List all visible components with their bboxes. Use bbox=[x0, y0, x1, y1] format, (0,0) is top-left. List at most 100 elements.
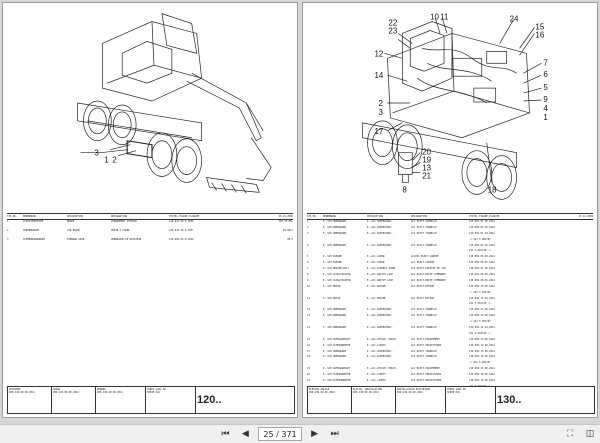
title-block-cell: INSTALLATION ELECTRIQUE 000.130.00.00.20… bbox=[396, 387, 446, 413]
table-cell: E.-SCH.MOTOR bbox=[323, 296, 341, 300]
title-text: RENNEN bbox=[97, 388, 106, 391]
table-cell: 350.75.05L bbox=[278, 220, 293, 223]
viewer-toolbar: ⏮ ◀ 25 / 371 ▶ ⏭ ⛶ ◫ bbox=[0, 424, 600, 443]
table-cell: 120.947.00.0.1000 bbox=[169, 220, 194, 223]
table-cell: ACC.ELECT.TOURELLE bbox=[411, 326, 437, 330]
table-row: -> 241 5 001707 bbox=[307, 320, 593, 326]
parts-table: STK NR. BENENNUNG DESCRIPTION DESIGNATIO… bbox=[7, 213, 293, 247]
next-page-icon[interactable]: ▶ bbox=[311, 429, 319, 439]
title-code: 000.120.00.00.2041 bbox=[97, 391, 123, 394]
title-text: INSTALLATION ELECTRIQUE bbox=[397, 388, 431, 391]
excavator-drawing-electrical: 22 23 10 11 24 15 16 12 14 7 6 5 9 4 2 3… bbox=[362, 13, 548, 200]
table-cell: 120.960.02.0.1040 bbox=[169, 238, 194, 241]
callout-label: 2 bbox=[378, 99, 383, 108]
table-cell: E.-SCH.KABINE bbox=[323, 255, 342, 259]
table-cell: 21 bbox=[307, 379, 310, 383]
table-row: -> 241 5 001707 bbox=[307, 238, 593, 244]
table-cell: E.-ACC.SUPERSTRUC. bbox=[367, 355, 393, 359]
page-indicator-input[interactable]: 25 / 371 bbox=[258, 427, 302, 441]
table-cell: E.-SCH.OBERWAGEN bbox=[323, 231, 347, 235]
table-cell: ACC.ELECT.TOURELLE bbox=[411, 220, 437, 223]
table-cell: 3 bbox=[307, 231, 309, 235]
callout-label: 16 bbox=[535, 30, 544, 39]
table-cell: 130.056.07.00.2041 bbox=[469, 267, 495, 271]
title-block-cell: TEREX 1404 5W SERIE 041 bbox=[146, 387, 196, 413]
catalog-page-right: 22 23 10 11 24 15 16 12 14 7 6 5 9 4 2 3… bbox=[302, 2, 598, 418]
table-cell: 20.96L7 bbox=[282, 229, 293, 232]
callout-label: 23 bbox=[388, 26, 397, 35]
table-cell: E.-SCH.SCHEINWERFER bbox=[323, 373, 351, 377]
fit-page-icon[interactable]: ⛶ bbox=[566, 429, 574, 439]
title-code: 000.120.00.00.2041 bbox=[53, 391, 79, 394]
title-text: GETRIEBE bbox=[9, 388, 21, 391]
table-cell: 241 5 001748 -> bbox=[469, 331, 491, 335]
table-cell: E.-SCH.OBERWAGEN bbox=[323, 355, 347, 359]
col-header: 15.12.2005 bbox=[578, 215, 593, 218]
title-code: 000.130.00.00.2041 bbox=[353, 391, 379, 394]
table-cell: ACC.ELECT.PROJECTEURS bbox=[411, 373, 442, 377]
table-cell: E.-SCH.OBERWAGEN bbox=[323, 308, 347, 312]
title-text: ELECTR. INSTALLATION bbox=[353, 388, 382, 391]
col-header: 05.12.2005 bbox=[278, 215, 293, 218]
table-cell: 130.056.06.01.2041 bbox=[469, 261, 495, 265]
first-page-icon[interactable]: ⏮ bbox=[221, 429, 230, 439]
col-header: DESCRIPTION bbox=[67, 215, 83, 218]
parts-table-header: STK NR. BENENNUNG DESCRIPTION DESIGNATIO… bbox=[7, 213, 293, 220]
document-viewer[interactable]: 1 2 3 STK NR. BENENNUNG DESCRIPTION DESI… bbox=[0, 0, 600, 424]
table-cell: E.-SCH.MOTOR bbox=[323, 284, 341, 288]
title-block: ELEKTRO-ANLAGE 000.130.00.00.2041 ELECTR… bbox=[307, 386, 595, 414]
callout-label: 3 bbox=[94, 149, 99, 158]
table-cell: 16 bbox=[307, 343, 310, 347]
table-cell: E.-ACC.CONTROL PANEL bbox=[367, 267, 396, 271]
callout-label: 1 bbox=[104, 156, 109, 165]
title-block-cell: GETRIEBE 000.120.00.00.2041 bbox=[8, 387, 52, 413]
section-page-number: 120.. bbox=[197, 394, 222, 406]
col-header: DESIGNATION bbox=[411, 215, 427, 218]
table-cell: 130.056.01.05.2041 bbox=[469, 225, 495, 229]
two-page-view-icon[interactable]: ◫ bbox=[585, 429, 595, 439]
table-cell: E.-SCH.OBERWAGEN bbox=[323, 349, 347, 353]
table-cell: 2 bbox=[7, 229, 9, 232]
callout-label: 21 bbox=[422, 171, 431, 180]
table-cell: ACC.ELECT.EQUIPEMENT bbox=[411, 367, 440, 371]
table-cell: 4 bbox=[307, 243, 309, 247]
callout-label: 10 bbox=[430, 13, 439, 22]
parts-table-header: STK NR. BENENNUNG DESCRIPTION DESIGNATIO… bbox=[307, 213, 593, 220]
table-cell: E.-SCH.SCHEINWERFER bbox=[323, 343, 351, 347]
table-cell: E.-ACC.ATTACH. EQUIP. bbox=[367, 367, 398, 371]
table-cell: 10 bbox=[307, 284, 310, 288]
series-name: SERIE 041 bbox=[147, 391, 160, 394]
table-row: 241 5 001748 -> bbox=[307, 302, 593, 308]
table-cell: 1 bbox=[307, 220, 309, 223]
last-page-icon[interactable]: ⏭ bbox=[330, 429, 339, 439]
table-cell: -> 241 5 001707 bbox=[469, 290, 491, 294]
table-cell: 130.056.14.00.2041 bbox=[469, 343, 495, 347]
table-cell: DERNEGAGE DE ROTATION bbox=[111, 238, 142, 241]
table-cell: -> 241 5 001707 bbox=[469, 361, 491, 365]
callout-label: 7 bbox=[543, 58, 548, 67]
table-cell: E.-SCH.OBERWAGEN bbox=[323, 314, 347, 318]
table-cell: E.-ACC.SWITCH CASE bbox=[367, 273, 393, 277]
table-cell: 130.056.12.00.2041 bbox=[469, 314, 495, 318]
table-cell: 120.947.00.0.1007 bbox=[169, 229, 194, 232]
table-cell: 8 bbox=[307, 273, 309, 277]
table-cell: E.-ACC.LIGHTS bbox=[367, 379, 386, 383]
callout-label: 12 bbox=[375, 49, 384, 58]
table-cell: BRAKE bbox=[67, 220, 75, 223]
previous-page-icon[interactable]: ◀ bbox=[241, 429, 249, 439]
table-cell: 130.056.10.00.2041 bbox=[469, 284, 495, 288]
